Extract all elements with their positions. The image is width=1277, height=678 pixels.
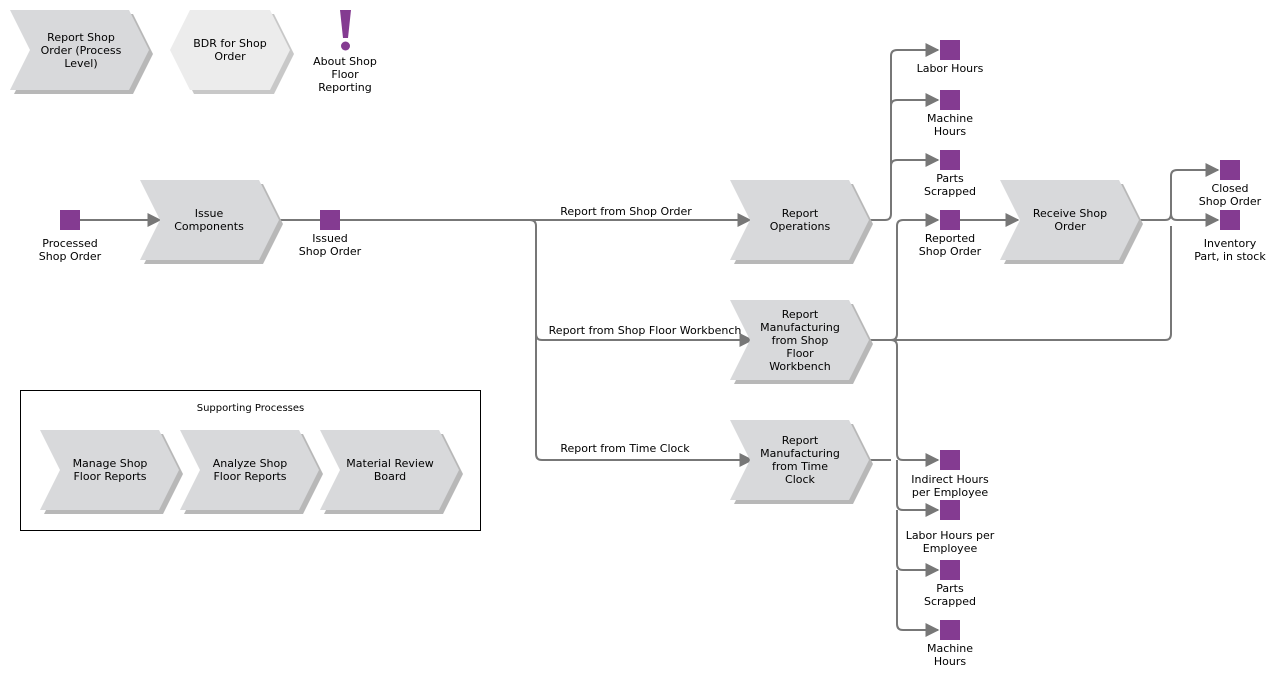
chevron-report-mfg-workbench [730, 300, 869, 380]
supporting-processes-box [20, 390, 481, 531]
event-labor-hours [940, 40, 960, 60]
analyze-reports-label[interactable]: Analyze Shop Floor Reports [212, 457, 288, 483]
chevron-report-operations [730, 180, 869, 260]
event-closed-shop-order [1220, 160, 1240, 180]
chevron-receive-shop-order [1000, 180, 1139, 260]
chevron-report-mfg-time-clock [730, 420, 869, 500]
exclamation-icon [340, 10, 351, 51]
processed-shop-order-label: Processed Shop Order [38, 237, 102, 263]
connector-ops-to-labor-hours [868, 43, 940, 221]
supporting-processes-title: Supporting Processes [196, 403, 305, 414]
issue-components-label[interactable]: Issue Components [174, 207, 244, 233]
event-processed-shop-order [60, 210, 80, 230]
connectors [80, 43, 1220, 637]
connector-to-machine-hours-bottom [896, 570, 940, 637]
machine-hours-top-label: Machine Hours [926, 112, 974, 138]
flow-label-shop-order: Report from Shop Order [560, 205, 692, 218]
indirect-hours-label: Indirect Hours per Employee [911, 473, 989, 499]
event-machine-hours-bottom [940, 620, 960, 640]
report-operations-label[interactable]: Report Operations [769, 207, 831, 233]
flow-label-time-clock: Report from Time Clock [560, 442, 690, 455]
parts-scrapped-bottom-label: Parts Scrapped [923, 582, 976, 608]
event-reported-shop-order [940, 210, 960, 230]
event-indirect-hours [940, 450, 960, 470]
event-inventory-part [1220, 210, 1240, 230]
event-squares [60, 40, 1240, 640]
chevron-manage-reports [40, 430, 179, 510]
connector-to-parts-scrapped-bottom [896, 510, 940, 577]
manage-reports-label[interactable]: Manage Shop Floor Reports [72, 457, 148, 483]
chevron-analyze-reports [180, 430, 319, 510]
report-mfg-time-clock-label[interactable]: Report Manufacturing from Time Clock [760, 434, 840, 486]
connector-to-labor-per-employee [896, 460, 940, 517]
labor-hours-per-employee-label: Labor Hours per Employee [905, 529, 995, 555]
hexagon-bdr-shop-order [170, 10, 290, 90]
connector-workbench-down [890, 339, 940, 467]
event-parts-scrapped-top [940, 150, 960, 170]
issued-shop-order-label: Issued Shop Order [298, 232, 362, 258]
connector-receive-to-closed [1138, 163, 1220, 221]
labor-hours-label: Labor Hours [916, 62, 984, 75]
material-review-label[interactable]: Material Review Board [346, 457, 434, 483]
event-labor-hours-per-employee [940, 500, 960, 520]
inventory-part-label: Inventory Part, in stock [1194, 237, 1266, 263]
closed-shop-order-label: Closed Shop Order [1198, 182, 1262, 208]
bdr-shop-order-label[interactable]: BDR for Shop Order [193, 37, 267, 63]
parts-scrapped-top-label: Parts Scrapped [923, 172, 976, 198]
event-machine-hours-top [940, 90, 960, 110]
event-parts-scrapped-bottom [940, 560, 960, 580]
report-shop-order-label[interactable]: Report Shop Order (Process Level) [40, 30, 122, 70]
connector-receive-to-inventory [1170, 213, 1220, 227]
reported-shop-order-label: Reported Shop Order [918, 232, 982, 258]
chevrons [10, 10, 1143, 514]
chevron-issue-components [140, 180, 279, 260]
connector-ops-to-machine-hours [890, 93, 940, 107]
receive-shop-order-label[interactable]: Receive Shop Order [1032, 207, 1108, 233]
connector-issued-to-workbench [340, 219, 754, 347]
machine-hours-bottom-label: Machine Hours [926, 642, 974, 668]
connector-workbench-to-closed [868, 226, 1172, 341]
about-shop-floor-label[interactable]: About Shop Floor Reporting [313, 55, 377, 94]
connector-ops-to-parts-scrapped [890, 153, 940, 167]
event-issued-shop-order [320, 210, 340, 230]
chevron-report-shop-order [10, 10, 149, 90]
chevron-material-review [320, 430, 459, 510]
connector-issued-to-time-clock [535, 334, 754, 467]
report-mfg-workbench-label[interactable]: Report Manufacturing from Shop Floor Wor… [760, 307, 840, 373]
flow-label-workbench: Report from Shop Floor Workbench [548, 324, 742, 337]
